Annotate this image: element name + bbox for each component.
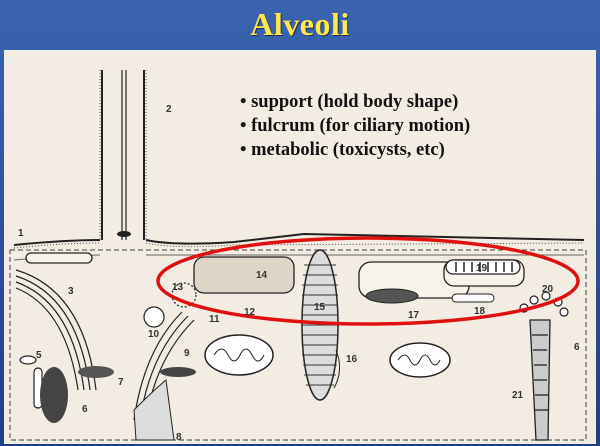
label-12: 12	[244, 307, 256, 318]
alveolar-sacs	[26, 253, 524, 298]
label-10: 10	[148, 329, 160, 340]
bullet-fulcrum: • fulcrum (for ciliary motion)	[240, 114, 580, 138]
label-6: 6	[82, 404, 88, 415]
label-13: 13	[172, 282, 184, 293]
label-9: 9	[184, 348, 190, 359]
bullet-metabolic: • metabolic (toxicysts, etc)	[240, 138, 580, 162]
label-2: 2	[166, 104, 172, 115]
dark-granule	[366, 289, 418, 303]
label-19: 19	[476, 263, 488, 274]
label-20: 20	[542, 284, 554, 295]
slide-title: Alveoli	[250, 6, 349, 43]
label-14: 14	[256, 270, 268, 281]
label-11: 11	[209, 314, 220, 325]
vesicle-18	[452, 294, 494, 302]
label-8: 8	[176, 432, 182, 443]
title-bar: Alveoli	[0, 0, 600, 48]
fibril-21	[530, 320, 550, 440]
cilium	[100, 70, 146, 240]
label-16: 16	[346, 354, 358, 365]
label-15: 15	[314, 302, 326, 313]
label-3: 3	[68, 286, 74, 297]
bullet-support: • support (hold body shape)	[240, 90, 580, 114]
label-7: 7	[118, 377, 124, 388]
label-5: 5	[36, 350, 42, 361]
label-17: 17	[408, 310, 420, 321]
bullet-list: • support (hold body shape) • fulcrum (f…	[240, 90, 580, 162]
label-6b: 6	[574, 342, 580, 353]
label-1: 1	[18, 228, 24, 239]
label-21: 21	[512, 390, 524, 401]
label-18: 18	[474, 306, 486, 317]
